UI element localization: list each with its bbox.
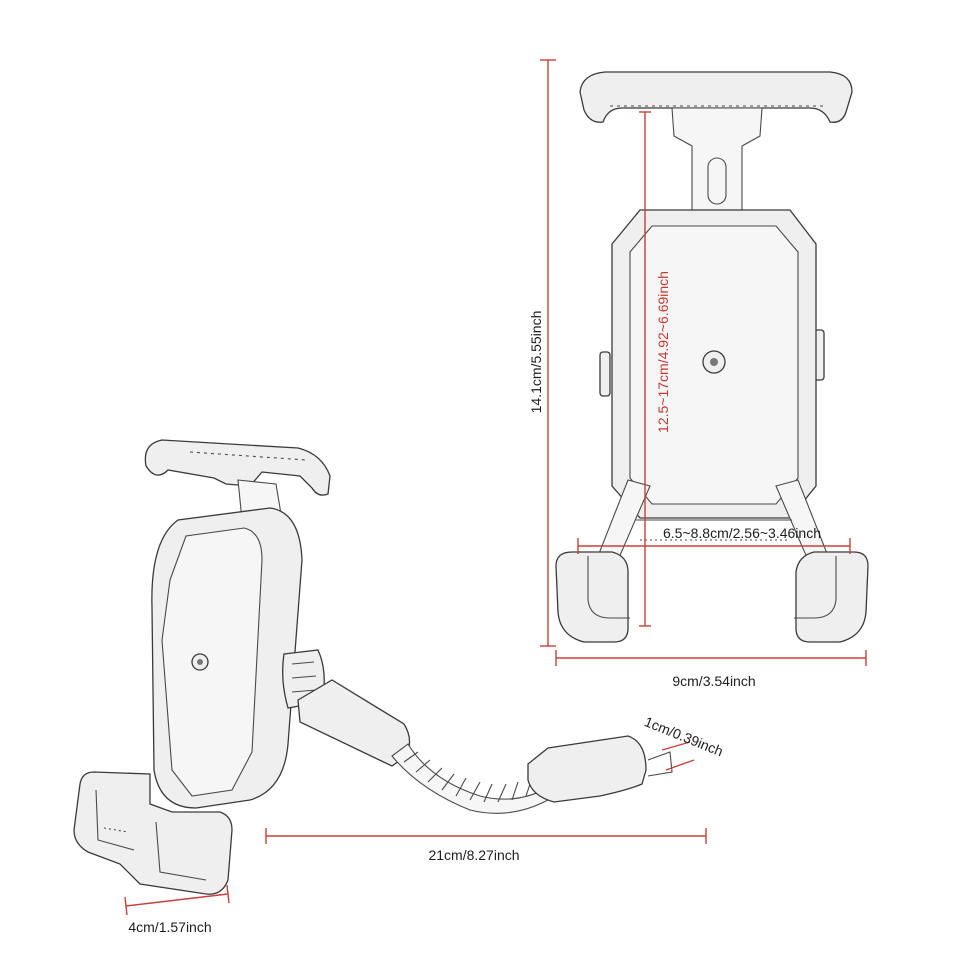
front-view-dimensions: 14.1cm/5.55inch 12.5~17cm/4.92~6.69inch … (528, 59, 867, 689)
side-bottom-clamp (73, 771, 233, 895)
dimension-height-total: 14.1cm/5.55inch (528, 311, 544, 414)
side-carbon-panel (161, 527, 263, 797)
stem-slot (707, 157, 727, 205)
foot-left (555, 551, 629, 643)
top-stem (671, 107, 763, 213)
dimension-bolt-size: 1cm/0.39inch (642, 713, 725, 759)
top-clamp-bar (579, 71, 853, 123)
foot-right (795, 551, 869, 643)
dimension-phone-width: 6.5~8.8cm/2.56~3.46inch (663, 525, 821, 541)
side-end-clamp (527, 735, 647, 803)
side-view-holder (73, 439, 673, 895)
dimension-holder-width: 9cm/3.54inch (672, 673, 755, 689)
dimension-phone-length: 12.5~17cm/4.92~6.69inch (655, 271, 671, 433)
side-top-clamp (144, 439, 331, 496)
side-knob-left (599, 351, 611, 397)
side-arm-block (297, 679, 411, 767)
dimension-foot-width: 4cm/1.57inch (128, 919, 211, 935)
front-view-holder (555, 71, 869, 643)
dimension-arm-length: 21cm/8.27inch (428, 847, 519, 863)
